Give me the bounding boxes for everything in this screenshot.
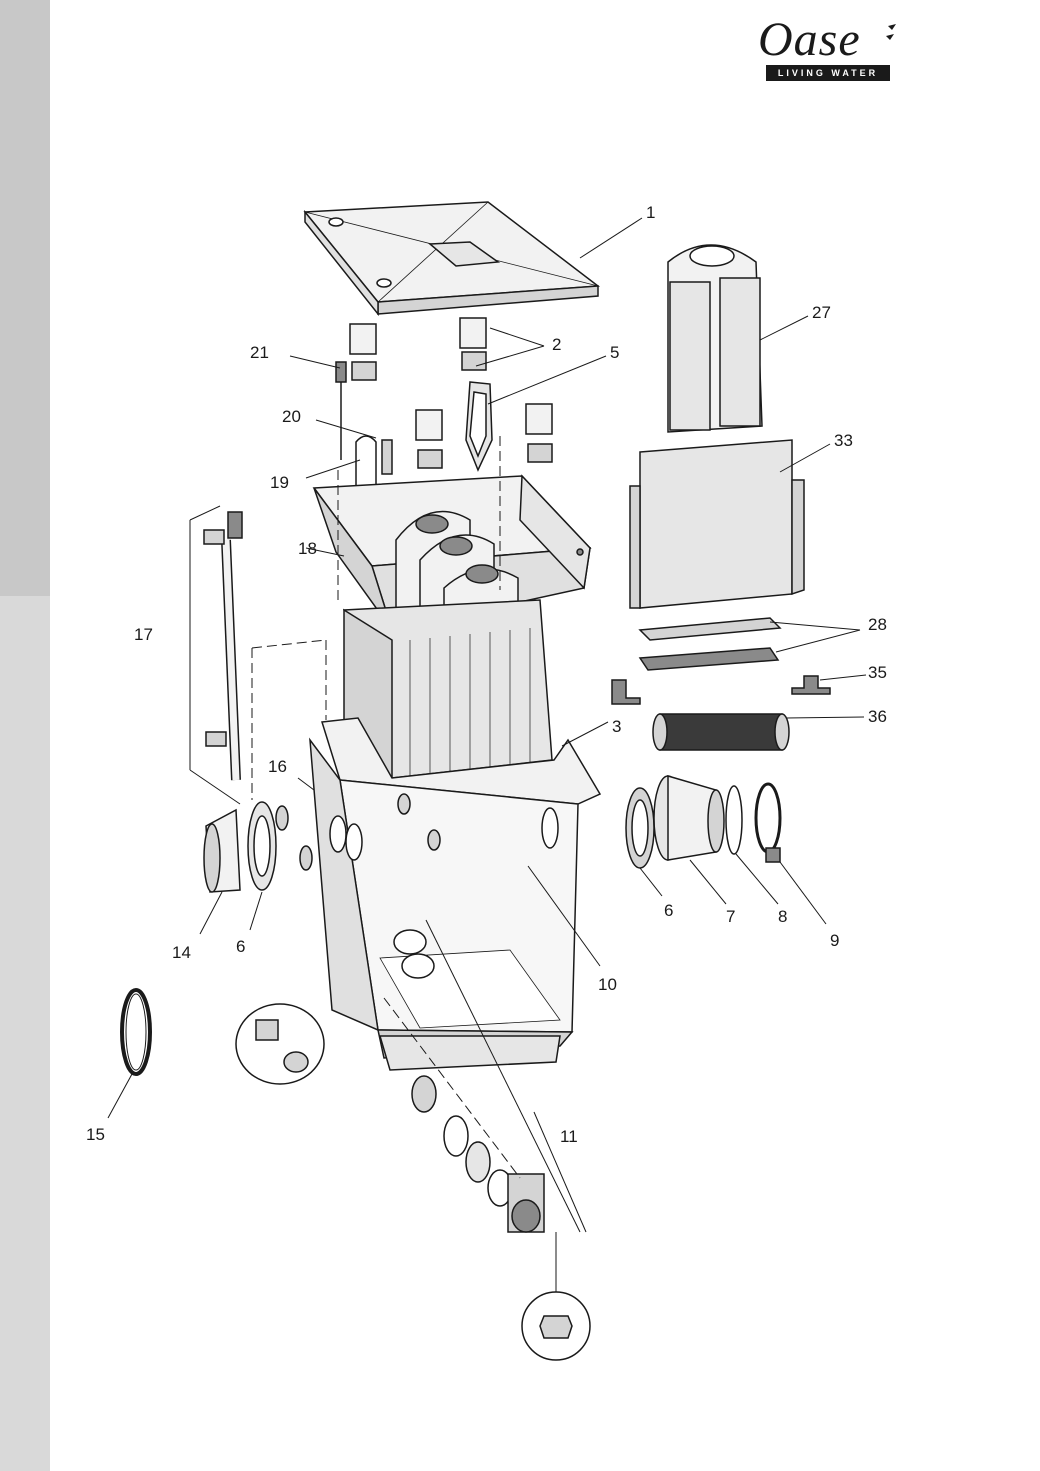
callout-27: 27	[812, 303, 831, 322]
part-hose	[203, 511, 243, 781]
callout-6-left: 6	[236, 937, 245, 956]
part-left-flanges	[203, 801, 313, 893]
callout-20: 20	[282, 407, 301, 426]
callout-14: 14	[172, 943, 191, 962]
part-ring	[120, 988, 152, 1076]
logo-brand: Oase	[758, 13, 861, 66]
part-lid	[303, 201, 601, 317]
callout-6-right: 6	[664, 901, 673, 920]
callout-1: 1	[646, 203, 655, 222]
part-seal	[465, 381, 493, 472]
part-brush-block	[629, 439, 805, 609]
callout-16: 16	[268, 757, 287, 776]
part-hook-20	[355, 435, 393, 502]
side-strip	[0, 0, 50, 1471]
callout-9: 9	[830, 931, 839, 950]
part-frame-insert	[667, 244, 763, 433]
callout-15: 15	[86, 1125, 105, 1144]
callout-11: 11	[560, 1127, 578, 1146]
callout-18: 18	[298, 539, 317, 558]
side-tab	[0, 0, 50, 596]
callout-labels: 1 2 5 21 20 19 18 17 27 33 28 35 36 3 16…	[86, 203, 887, 1146]
callout-7: 7	[726, 907, 735, 926]
callout-10: 10	[598, 975, 617, 994]
callout-36: 36	[868, 707, 887, 726]
callout-2: 2	[552, 335, 561, 354]
callout-8: 8	[778, 907, 787, 926]
callout-21: 21	[250, 343, 269, 362]
callout-19: 19	[270, 473, 289, 492]
part-plates	[638, 617, 782, 671]
oase-logo: Oase LIVING WATER	[754, 10, 904, 84]
logo-tagline: LIVING WATER	[766, 65, 890, 81]
assembly-guides	[251, 436, 521, 1179]
part-drain-assembly	[235, 929, 591, 1361]
part-container	[309, 717, 602, 1071]
logo-drops-icon	[886, 24, 896, 40]
callout-28: 28	[868, 615, 887, 634]
part-mesh-cylinder	[652, 713, 790, 751]
callout-3: 3	[612, 717, 621, 736]
part-fittings	[349, 317, 553, 469]
part-clips	[611, 675, 831, 705]
callout-5: 5	[610, 343, 619, 362]
part-rod-21	[335, 361, 347, 460]
part-right-flanges	[625, 775, 782, 869]
callout-33: 33	[834, 431, 853, 450]
callout-35: 35	[868, 663, 887, 682]
callout-17: 17	[134, 625, 153, 644]
